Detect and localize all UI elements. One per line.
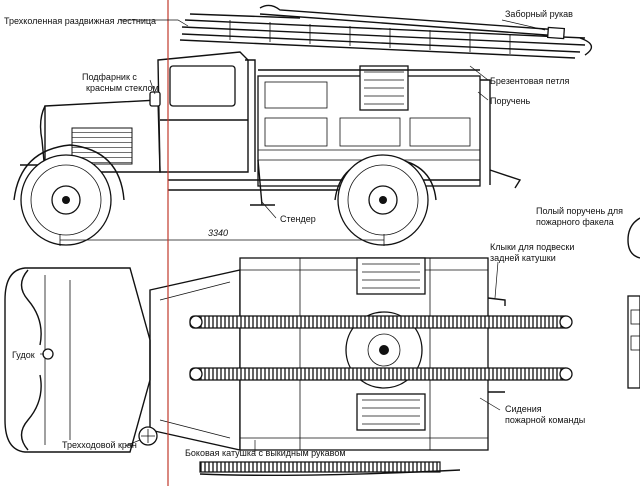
label-intake-hose: Заборный рукав xyxy=(505,9,573,19)
label-tarp-loop: Брезентовая петля xyxy=(490,76,570,86)
hose-lower xyxy=(189,367,571,381)
top-view xyxy=(4,257,573,477)
hood xyxy=(20,99,161,173)
hose-upper xyxy=(189,315,571,329)
label-side-light-text: Подфарник с xyxy=(82,72,137,82)
label-horn: Гудок xyxy=(12,350,35,360)
front-wheel xyxy=(13,144,125,246)
rear-wheel xyxy=(334,154,437,246)
label-three-way-valve: Трехходовой кран xyxy=(62,440,137,450)
dimension-value: 3340 xyxy=(208,228,228,238)
dimension-line: 3340 xyxy=(59,228,385,246)
label-handrail: Поручень xyxy=(490,96,531,106)
truck-body xyxy=(168,65,481,191)
ladder xyxy=(179,13,593,59)
horn-icon xyxy=(42,348,54,360)
rear-handrail xyxy=(480,79,522,189)
label-side-light: Подфарник с красным стеклом xyxy=(82,72,159,93)
label-side-reel: Боковая катушка с выкидным рукавом xyxy=(185,448,346,458)
intake-hose-side xyxy=(259,4,566,40)
label-ladder: Трехколенная раздвижная лестница xyxy=(4,16,156,26)
side-view: 3340 xyxy=(13,4,593,246)
stand xyxy=(250,159,275,206)
label-stand: Стендер xyxy=(280,214,316,224)
leader-lines xyxy=(40,19,546,452)
right-partial-view xyxy=(627,217,640,389)
cab xyxy=(157,51,256,173)
side-light xyxy=(149,91,161,107)
